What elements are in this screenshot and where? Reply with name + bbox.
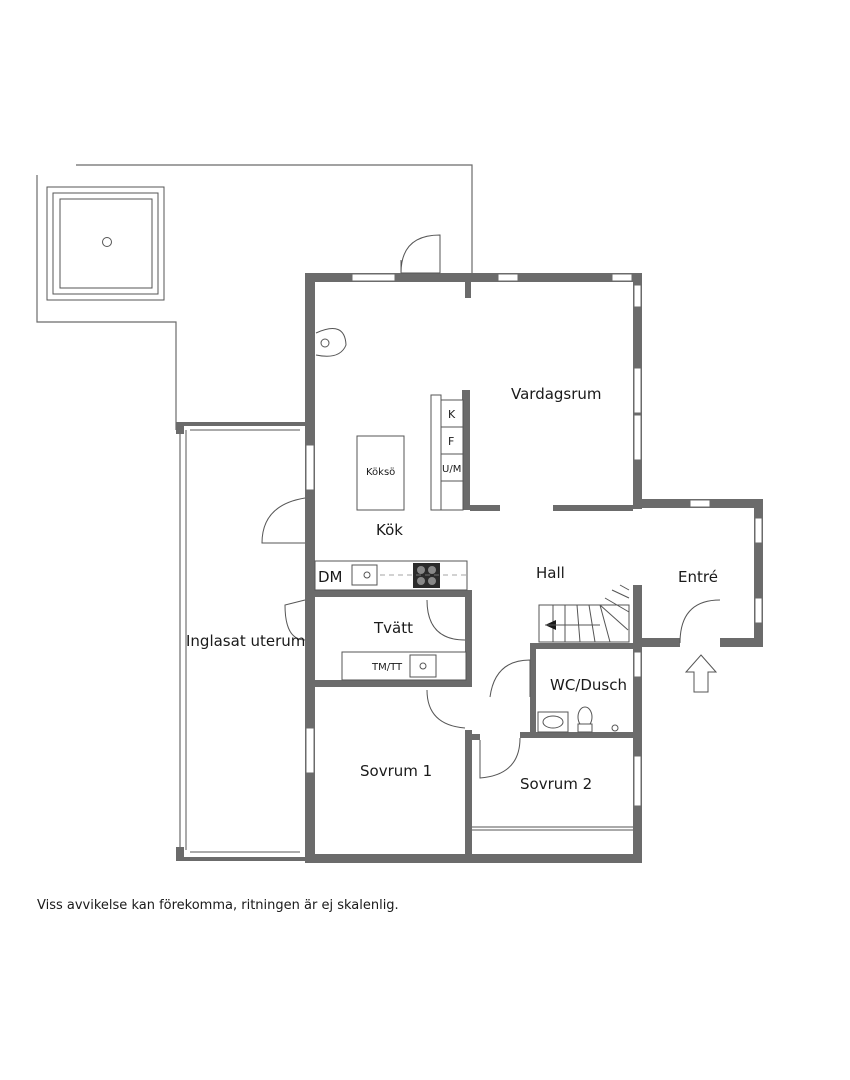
interior-walls xyxy=(315,282,635,855)
room-label-hall: Hall xyxy=(536,564,565,582)
appliance-label-dm: DM xyxy=(318,568,343,586)
room-label-entre: Entré xyxy=(678,568,718,586)
laundry-counter xyxy=(341,651,467,681)
appliance-label-k: K xyxy=(448,408,456,421)
island-label: Köksö xyxy=(366,467,395,478)
appliance-column xyxy=(430,394,464,511)
disclaimer-text: Viss avvikelse kan förekomma, ritningen … xyxy=(37,898,399,913)
room-label-vardagsrum: Vardagsrum xyxy=(511,385,602,403)
hot-tub xyxy=(46,186,165,301)
room-label-kok: Kök xyxy=(376,521,403,539)
stove-icon xyxy=(315,328,347,357)
plot-outline xyxy=(36,175,177,430)
wc-fixtures xyxy=(537,706,619,733)
staircase xyxy=(538,584,630,643)
entrance-arrow-icon xyxy=(684,654,718,693)
room-label-sovrum1: Sovrum 1 xyxy=(360,762,432,780)
windows xyxy=(305,273,763,807)
appliance-label-um: U/M xyxy=(442,464,461,475)
appliance-label-f: F xyxy=(448,435,454,448)
room-label-tvatt: Tvätt xyxy=(373,619,413,637)
doors xyxy=(261,234,721,779)
kitchen-counter xyxy=(314,560,468,591)
room-label-sovrum2: Sovrum 2 xyxy=(520,775,592,793)
kitchen-island xyxy=(356,435,405,511)
room-label-uterum: Inglasat uterum xyxy=(186,632,305,650)
uterum-walls xyxy=(176,422,306,861)
appliance-label-tmtt: TM/TT xyxy=(371,662,403,673)
room-label-wc: WC/Dusch xyxy=(550,676,627,694)
plot-outline-top xyxy=(76,164,473,275)
